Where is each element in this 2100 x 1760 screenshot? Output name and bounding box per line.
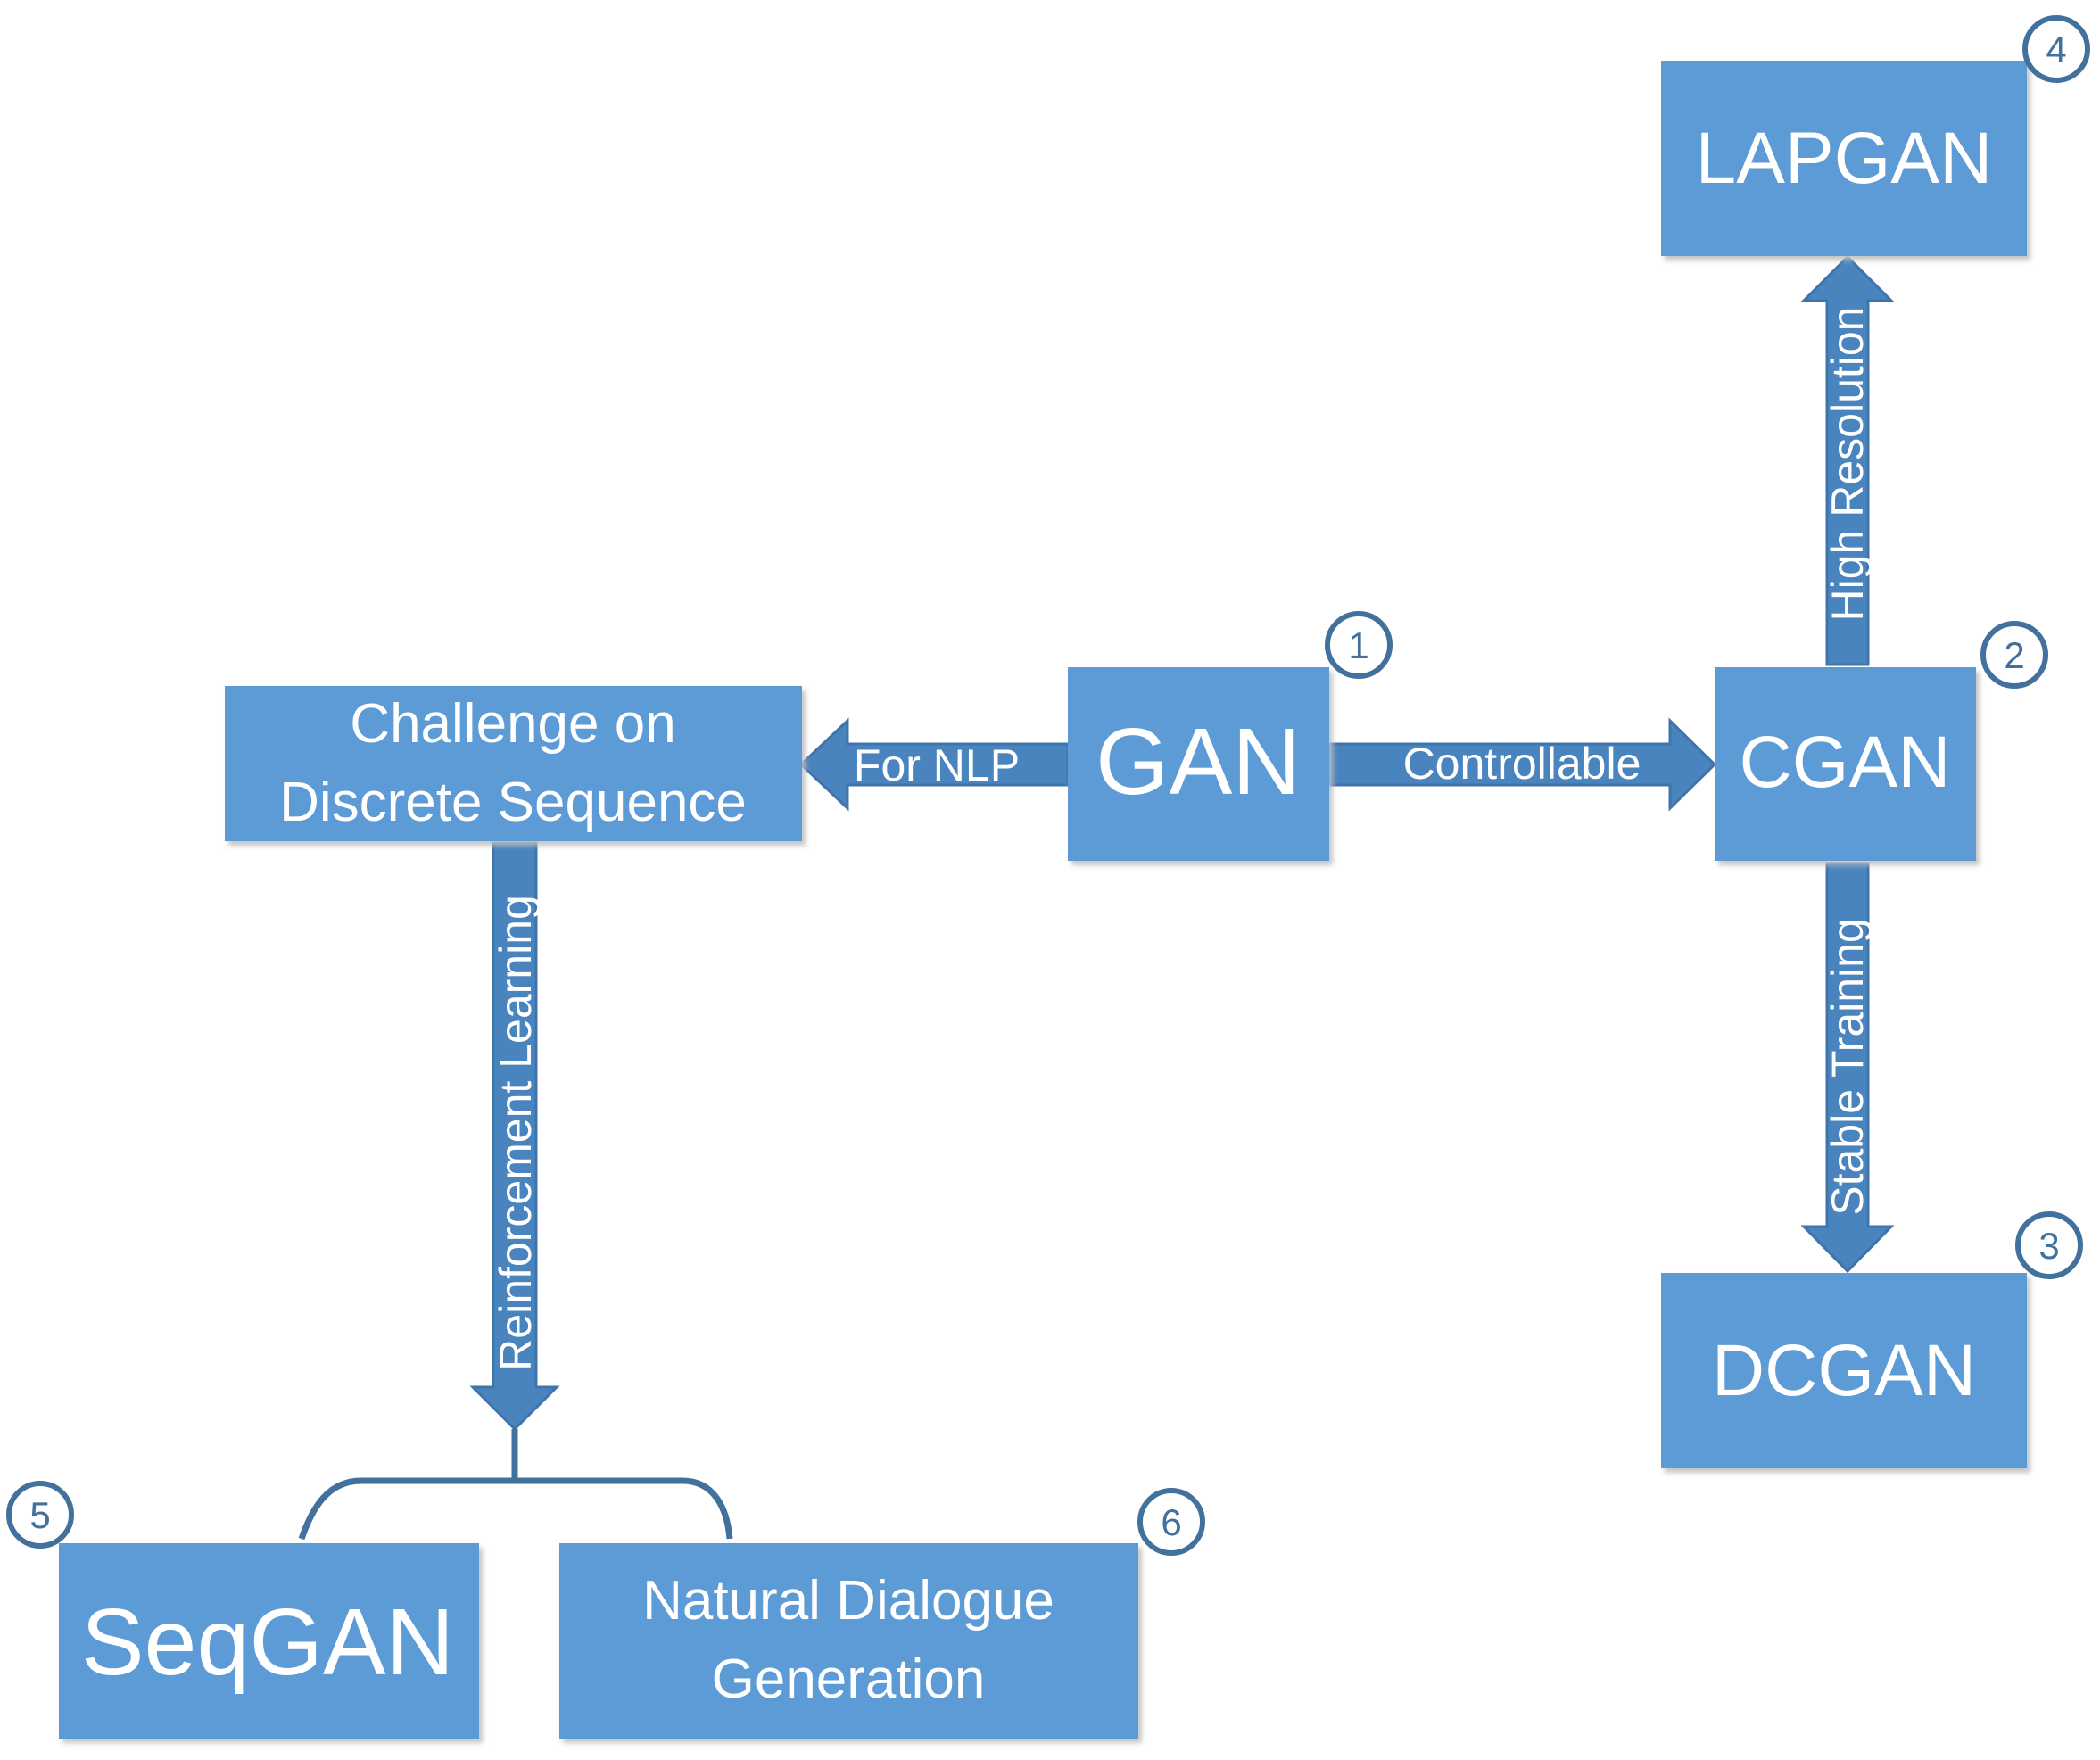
node-dcgan: DCGAN: [1661, 1273, 2027, 1468]
reinforcement-learning-arrow-shape: [469, 841, 560, 1432]
badge-6-number: 6: [1161, 1501, 1181, 1543]
badge-3: 3: [2015, 1211, 2083, 1279]
badge-1-number: 1: [1348, 624, 1368, 666]
natural-dialogue-label-line1: Natural Dialogue: [642, 1570, 1054, 1632]
dcgan-box: [1661, 1273, 2027, 1468]
badge-4-ring: [2022, 15, 2090, 83]
badge-2: 2: [1980, 621, 2048, 689]
lapgan-box: [1661, 61, 2027, 256]
controllable-arrow-shape: [1327, 717, 1717, 812]
for-nlp-arrow: For NLP: [798, 717, 1070, 812]
for-nlp-label: For NLP: [854, 740, 1020, 790]
badge-1-ring: [1325, 611, 1393, 679]
challenge-box: [225, 686, 802, 841]
natural-dialogue-label-line2: Generation: [712, 1648, 986, 1710]
node-cgan: CGAN: [1715, 667, 1976, 861]
badge-5-ring: [6, 1481, 74, 1549]
gan-label: GAN: [1095, 709, 1301, 814]
node-lapgan: LAPGAN: [1661, 61, 2027, 256]
seqgan-label: SeqGAN: [81, 1590, 454, 1695]
badge-2-ring: [1980, 621, 2048, 689]
seqgan-box: [59, 1543, 479, 1739]
high-resolution-arrow: High Resolution: [1800, 254, 1895, 666]
badge-1: 1: [1325, 611, 1393, 679]
controllable-label: Controllable: [1403, 739, 1641, 789]
controllable-arrow: Controllable: [1327, 717, 1717, 812]
cgan-box: [1715, 667, 1976, 861]
high-resolution-arrow-shape: [1800, 254, 1895, 666]
node-challenge: Challenge on Discrete Sequence: [225, 686, 802, 841]
node-gan: GAN: [1068, 667, 1329, 861]
stable-training-label: Stable Training: [1823, 918, 1873, 1216]
challenge-label-line2: Discrete Sequence: [279, 772, 747, 833]
high-resolution-label: High Resolution: [1823, 307, 1873, 622]
reinforcement-learning-label: Reinforcement Learning: [491, 895, 541, 1371]
cgan-label: CGAN: [1740, 722, 1951, 803]
dcgan-label: DCGAN: [1712, 1330, 1976, 1411]
node-natural-dialogue: Natural Dialogue Generation: [559, 1543, 1138, 1739]
split-bracket: [298, 1429, 733, 1541]
badge-5-number: 5: [29, 1494, 50, 1536]
badge-3-ring: [2015, 1211, 2083, 1279]
node-seqgan: SeqGAN: [59, 1543, 479, 1739]
natural-dialogue-box: [559, 1543, 1138, 1739]
stable-training-arrow-shape: [1800, 862, 1895, 1274]
lapgan-label: LAPGAN: [1696, 118, 1993, 199]
badge-4: 4: [2022, 15, 2090, 83]
gan-box: [1068, 667, 1329, 861]
reinforcement-learning-arrow: Reinforcement Learning: [469, 841, 560, 1432]
for-nlp-arrow-shape: [798, 717, 1070, 812]
bracket-curve: [298, 1477, 733, 1541]
badge-5: 5: [6, 1481, 74, 1549]
badge-2-number: 2: [2004, 634, 2024, 676]
challenge-label-line1: Challenge on: [350, 693, 675, 755]
badge-6: 6: [1137, 1488, 1205, 1556]
badge-3-number: 3: [2038, 1225, 2059, 1267]
badge-6-ring: [1137, 1488, 1205, 1556]
stable-training-arrow: Stable Training: [1800, 862, 1895, 1274]
badge-4-number: 4: [2046, 29, 2066, 70]
